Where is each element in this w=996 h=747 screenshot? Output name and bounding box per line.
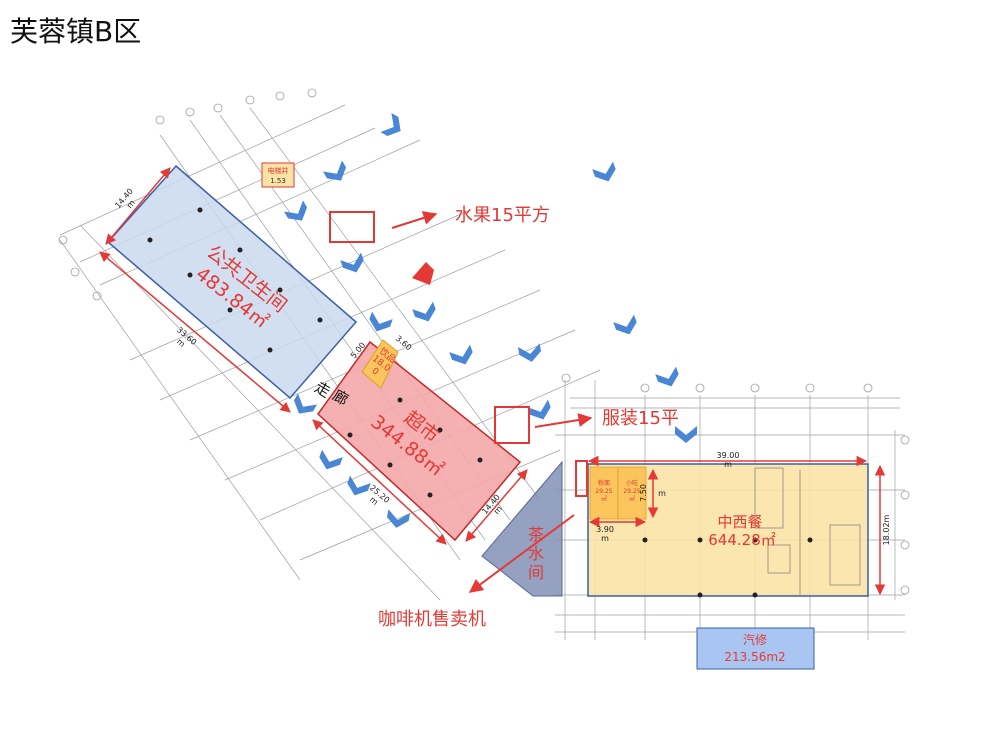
flow-arrow (449, 344, 476, 369)
flow-arrow (517, 343, 543, 364)
zone-snack2[interactable] (617, 466, 647, 520)
flow-arrow (316, 449, 343, 474)
entrance-arrow-icon (412, 262, 434, 285)
page-title: 芙蓉镇B区 (10, 15, 142, 48)
auto-area: 213.56m2 (724, 650, 785, 664)
small-box-label-1: 电梯井 (268, 166, 289, 175)
snack2-label-2: 29.25 (623, 488, 640, 495)
snack1-label-1: 粉面 (598, 479, 610, 487)
zone-auto[interactable] (696, 627, 815, 670)
callout-box-fruit (329, 211, 375, 243)
zone-drinks[interactable] (361, 339, 399, 389)
dim-39-00-unit: m (724, 460, 732, 469)
flow-arrow (380, 112, 407, 141)
flow-arrow (655, 366, 682, 391)
dim-3-90: 3.90 (596, 525, 614, 534)
dim-14-40-b-unit: m (492, 504, 504, 516)
dining-partitions (754, 467, 861, 595)
snack2-label-1: 小吃 (626, 479, 638, 487)
dim-3-60: 3.60 (394, 334, 413, 352)
dim-39-00: 39.00 (717, 451, 740, 460)
tea-char-1: 茶 (528, 525, 544, 544)
callouts (329, 211, 593, 593)
grid-bubbles (58, 88, 910, 595)
dim-25-20-unit: m (368, 495, 380, 507)
flow-arrow (592, 161, 619, 186)
flow-arrow (366, 311, 393, 336)
snack1-label-3: ㎡ (601, 495, 607, 503)
flow-arrow (289, 393, 318, 420)
zone-small-box[interactable] (261, 162, 295, 188)
flow-arrow (613, 314, 640, 339)
dim-18-02: 18.02m (882, 514, 891, 545)
snack2-label-3: ㎡ (629, 495, 635, 503)
drinks-label-3: 0 (370, 366, 381, 378)
flow-arrow (340, 252, 367, 277)
dimension-lines (99, 167, 886, 596)
flow-arrow (385, 509, 411, 530)
dim-7-50: 7.50 (639, 484, 648, 502)
dim-7-50-unit: m (658, 489, 666, 498)
small-box-label-2: 1.53 (270, 177, 286, 185)
tea-char-2: 水 (528, 544, 544, 563)
auto-name: 汽修 (743, 632, 767, 647)
dining-area: 644.28㎡ (708, 531, 776, 549)
snack1-label-2: 29.25 (595, 488, 612, 495)
callout-fruit: 水果15平方 (455, 205, 550, 226)
callout-box-clothing (494, 406, 530, 444)
flow-arrow (283, 200, 312, 227)
dim-14-40-a-unit: m (125, 198, 137, 210)
dim-33-60-unit: m (175, 337, 187, 349)
callout-coffee: 咖啡机售卖机 (378, 609, 486, 630)
callout-clothing: 服装15平 (602, 408, 679, 429)
dim-3-90-unit: m (601, 534, 609, 543)
dining-name: 中西餐 (717, 513, 762, 531)
flow-arrow (344, 475, 371, 500)
callout-box-coffee (575, 460, 588, 497)
flow-arrow (412, 301, 439, 326)
flow-arrow (527, 399, 554, 424)
zone-snack1[interactable] (589, 466, 619, 520)
tea-char-3: 间 (528, 563, 544, 582)
